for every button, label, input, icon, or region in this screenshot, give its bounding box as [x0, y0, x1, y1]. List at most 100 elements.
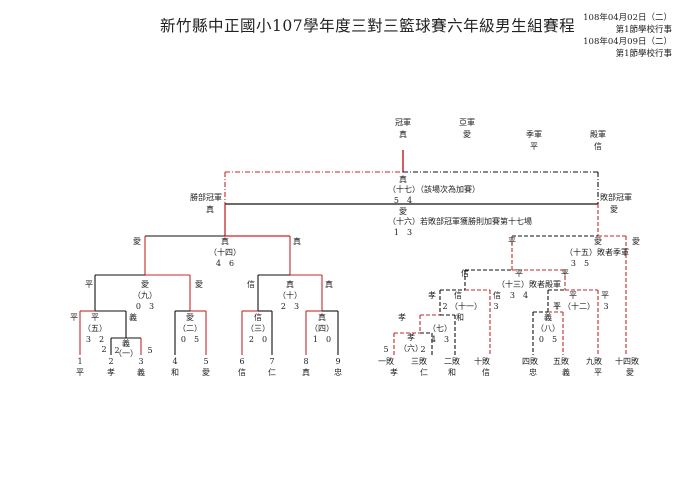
- podium-third-team: 平: [530, 142, 538, 151]
- g10-score: 2 3: [281, 302, 299, 311]
- g17-label: （十七）（該場次為加賽）: [388, 184, 480, 194]
- g12-right-team: 平: [601, 291, 609, 300]
- losers-champ-label: 敗部冠軍: [600, 192, 632, 202]
- g3-winner: 信: [254, 312, 262, 322]
- podium-fourth-label: 殿軍: [590, 130, 606, 139]
- drop-3-team: 和: [448, 368, 456, 377]
- g7-winner: 孝: [407, 333, 415, 342]
- g14-left-team: 愛: [133, 236, 141, 246]
- podium-runnerup-team: 愛: [463, 129, 471, 139]
- g8-label: （八）: [536, 324, 560, 333]
- g1-label: （一）: [114, 349, 138, 358]
- g15-label: （十五）敗者季軍: [565, 247, 629, 257]
- g4-label: （四）: [310, 324, 334, 333]
- drop-1-code: 一敗: [378, 356, 394, 366]
- g13-winner: 平: [515, 269, 523, 278]
- g1-winner: 義: [122, 338, 130, 348]
- podium-third-label: 季軍: [526, 129, 542, 139]
- g9-left-team: 平: [85, 280, 93, 289]
- drop-8-team: 愛: [626, 367, 634, 377]
- drop-3-code: 二敗: [444, 356, 460, 366]
- g1-side-score: 2: [101, 345, 106, 354]
- drop-5-code: 四敗: [522, 356, 538, 366]
- winners-champ-team: 真: [206, 204, 214, 214]
- final-winner: 真: [399, 174, 407, 184]
- drop-8-code: 十四敗: [615, 356, 639, 366]
- g11-winner: 信: [454, 290, 462, 300]
- drop-7-team: 平: [594, 368, 602, 377]
- podium-runnerup-label: 亞軍: [459, 118, 475, 127]
- g13-right-team: 平: [561, 269, 569, 278]
- g6-score-left: 5: [383, 345, 388, 354]
- drop-2-team: 仁: [420, 367, 428, 377]
- g16-score: 1 3: [394, 228, 412, 237]
- g9-right-team: 愛: [195, 279, 203, 289]
- date-2: 108年04月09日（二）: [583, 37, 672, 47]
- g13-score: 3 4: [510, 291, 528, 300]
- g14-winner: 真: [221, 236, 229, 246]
- g11-left-team: 孝: [428, 291, 436, 300]
- g15-left-team: 平: [508, 237, 516, 246]
- g8-winner: 義: [544, 312, 552, 322]
- seed-2-team: 孝: [107, 368, 115, 377]
- g10-left-team: 信: [247, 279, 255, 289]
- drop-4-code: 十敗: [474, 356, 490, 366]
- g3-label: （三）: [246, 324, 270, 333]
- seed-1-team: 平: [76, 368, 84, 377]
- drop-6-team: 義: [562, 367, 570, 377]
- g6-score-right: 2: [420, 345, 425, 354]
- drop-7-code: 九敗: [586, 356, 602, 366]
- g2-winner: 愛: [186, 312, 194, 322]
- date-2-note: 第1節學校行事: [615, 49, 672, 59]
- g8-score: 0 5: [539, 335, 557, 344]
- g9-score: 0 3: [136, 302, 154, 311]
- g16-winner: 愛: [399, 206, 407, 216]
- g7-left-team: 孝: [398, 313, 406, 322]
- g2-label: （二）: [178, 324, 202, 333]
- drop-4-team: 信: [482, 367, 490, 377]
- g4-winner: 真: [318, 312, 326, 322]
- g14-label: （十四）: [209, 247, 241, 257]
- date-1-note: 第1節學校行事: [615, 25, 672, 35]
- g7-score: 4 3: [431, 335, 449, 344]
- podium-champion-label: 冠軍: [395, 118, 411, 127]
- seed-2-number: 2: [108, 357, 113, 366]
- g14-right-team: 真: [293, 236, 301, 246]
- seed-8-team: 真: [302, 367, 310, 377]
- g9-winner: 愛: [141, 279, 149, 289]
- g5-right-team: 義: [129, 312, 137, 322]
- g13-label: （十三）敗者殿軍: [497, 279, 561, 289]
- g12-label: （十二）: [563, 301, 595, 311]
- losers-champ-team: 愛: [610, 204, 618, 214]
- g11-score-left: 2: [442, 302, 447, 311]
- g4-score: 1 0: [313, 335, 331, 344]
- g10-label: （十）: [278, 290, 302, 300]
- g15-right-team: 愛: [632, 236, 640, 246]
- g3-score: 2 0: [249, 335, 267, 344]
- g1-score-right: 5: [147, 346, 152, 355]
- seed-4-team: 和: [171, 368, 179, 377]
- g15-score: 3 5: [571, 259, 589, 268]
- g16-label: （十六）若敗部冠軍獲勝則加賽第十七場: [388, 216, 532, 226]
- g2-score: 0 5: [181, 335, 199, 344]
- g6-label: （六）: [399, 343, 423, 353]
- g11-right-team: 信: [493, 290, 501, 300]
- seed-5-number: 5: [203, 357, 208, 366]
- g10-winner: 真: [286, 279, 294, 289]
- g5-score: 3 2: [86, 335, 104, 344]
- g11-label: （十一）: [450, 301, 482, 311]
- g12-winner: 平: [553, 302, 561, 311]
- seed-5-team: 愛: [202, 367, 210, 377]
- podium-fourth-team: 信: [594, 141, 602, 151]
- g7-label: （七）: [428, 324, 452, 333]
- seed-6-number: 6: [239, 357, 244, 366]
- seed-4-number: 4: [172, 357, 177, 366]
- g12-score-left: 1: [554, 302, 559, 311]
- g12-left-team: 平: [569, 291, 577, 300]
- drop-1-team: 孝: [390, 368, 398, 377]
- g12-score-right: 3: [603, 302, 608, 311]
- drop-2-code: 三敗: [411, 356, 427, 366]
- seed-9-team: 忠: [334, 368, 342, 377]
- date-1: 108年04月02日（二）: [583, 13, 672, 23]
- seed-9-number: 9: [335, 357, 340, 366]
